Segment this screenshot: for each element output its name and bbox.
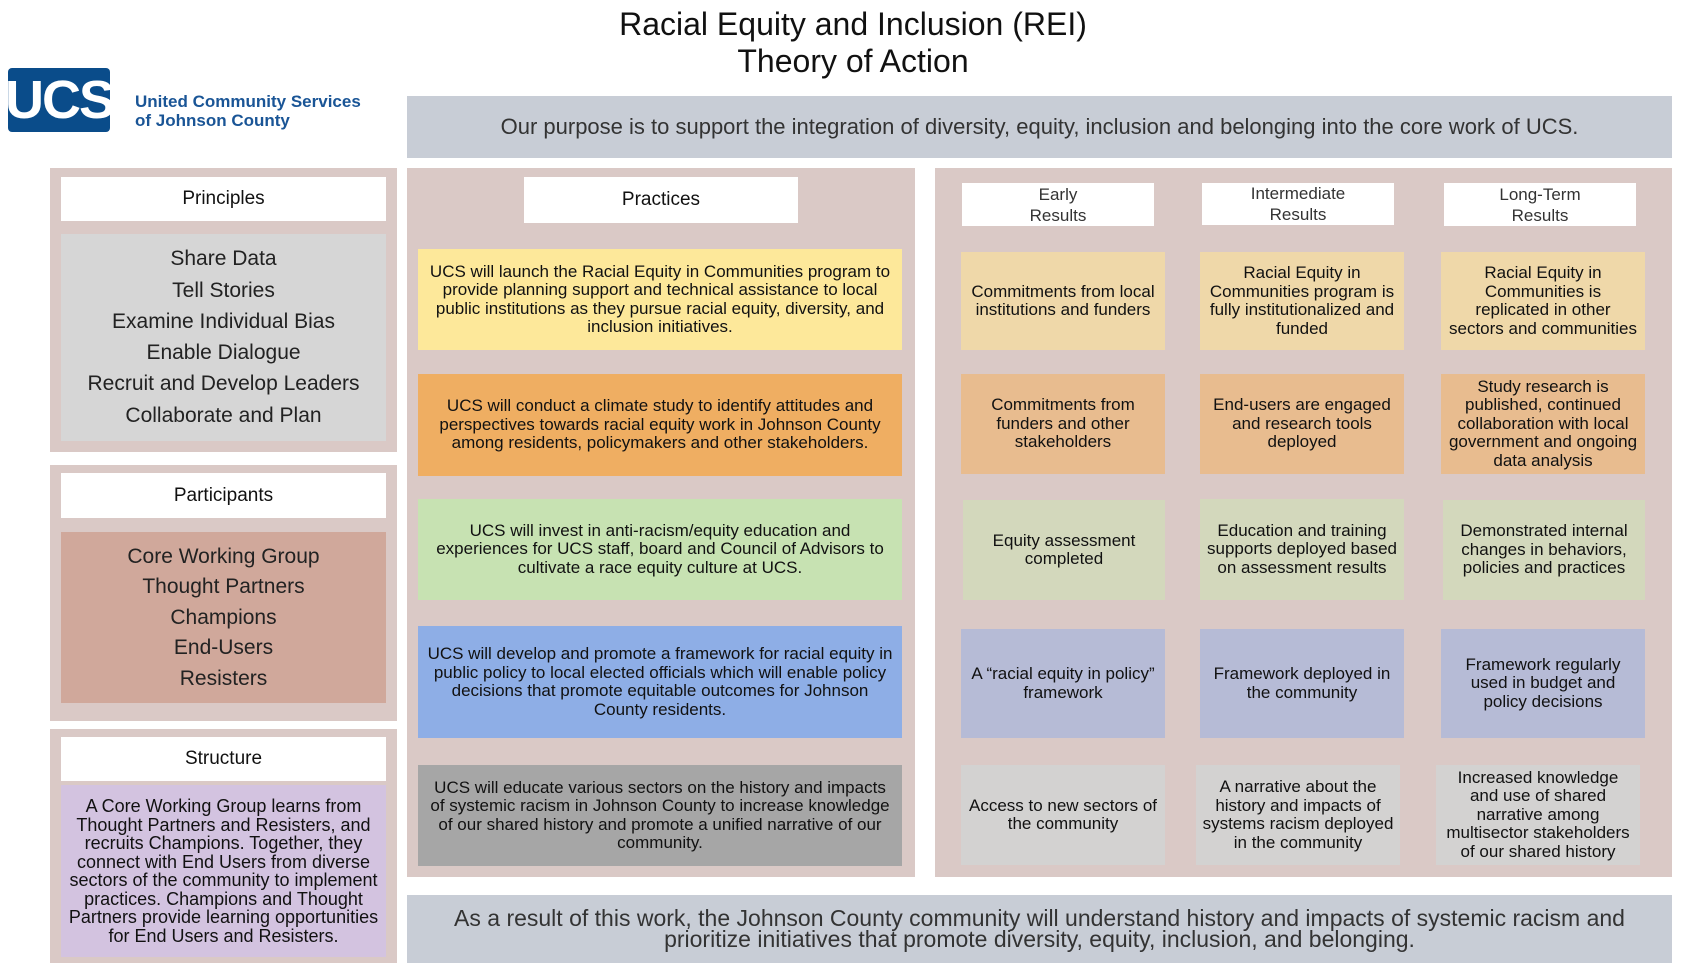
principle-item: Enable Dialogue bbox=[146, 341, 301, 365]
purpose-banner: Our purpose is to support the integratio… bbox=[407, 96, 1672, 158]
practice-item: UCS will educate various sectors on the … bbox=[418, 765, 902, 866]
practice-item: UCS will conduct a climate study to iden… bbox=[418, 374, 902, 476]
title-line-1: Racial Equity and Inclusion (REI) bbox=[619, 6, 1087, 42]
early-result-item: Commitments from funders and other stake… bbox=[961, 374, 1165, 474]
intermediate-result-item: Framework deployed in the community bbox=[1200, 629, 1404, 738]
early-result-item: Commitments from local institutions and … bbox=[961, 252, 1165, 350]
longterm-result-item: Framework regularly used in budget and p… bbox=[1441, 629, 1645, 738]
longterm-result-item: Racial Equity in Communities is replicat… bbox=[1441, 252, 1645, 350]
principle-item: Collaborate and Plan bbox=[125, 403, 322, 427]
page-title: Racial Equity and Inclusion (REI) Theory… bbox=[0, 6, 1706, 80]
intermediate-result-item: Racial Equity in Communities program is … bbox=[1200, 252, 1404, 350]
participant-item: Resisters bbox=[179, 666, 268, 690]
principle-item: Tell Stories bbox=[172, 278, 275, 302]
practice-item: UCS will launch the Racial Equity in Com… bbox=[418, 249, 902, 350]
principle-item: Share Data bbox=[170, 247, 277, 271]
participant-item: Core Working Group bbox=[127, 544, 320, 568]
participant-item: Thought Partners bbox=[142, 575, 305, 598]
practices-heading: Practices bbox=[524, 177, 798, 223]
intermediate-result-item: A narrative about the history and impact… bbox=[1196, 765, 1400, 865]
practice-item: UCS will invest in anti-racism/equity ed… bbox=[418, 499, 902, 600]
participants-list: Core Working Group Thought Partners Cham… bbox=[61, 532, 386, 703]
longterm-result-item: Increased knowledge and use of shared na… bbox=[1436, 765, 1640, 865]
principle-item: Examine Individual Bias bbox=[112, 309, 335, 333]
logo-organization-name: United Community Services of Johnson Cou… bbox=[135, 92, 361, 130]
practice-item: UCS will develop and promote a framework… bbox=[418, 626, 902, 738]
early-result-item: Access to new sectors of the community bbox=[961, 765, 1165, 865]
principles-list: Share Data Tell Stories Examine Individu… bbox=[61, 234, 386, 441]
participants-heading: Participants bbox=[61, 473, 386, 518]
intermediate-result-item: Education and training supports deployed… bbox=[1200, 499, 1404, 600]
longterm-result-item: Demonstrated internal changes in behavio… bbox=[1443, 500, 1645, 600]
intermediate-result-item: End-users are engaged and research tools… bbox=[1200, 374, 1404, 474]
participant-item: End-Users bbox=[173, 636, 274, 659]
longterm-result-item: Study research is published, continued c… bbox=[1441, 374, 1645, 474]
ucs-logo-mark: UCS bbox=[5, 68, 115, 132]
principle-item: Recruit and Develop Leaders bbox=[87, 372, 360, 396]
early-result-item: Equity assessment completed bbox=[963, 500, 1165, 600]
early-result-item: A “racial equity in policy” framework bbox=[961, 629, 1165, 738]
structure-description: A Core Working Group learns from Thought… bbox=[61, 785, 386, 957]
title-line-2: Theory of Action bbox=[737, 43, 969, 79]
principles-heading: Principles bbox=[61, 177, 386, 221]
participant-item: Champions bbox=[170, 605, 277, 629]
outcome-banner: As a result of this work, the Johnson Co… bbox=[407, 895, 1672, 963]
structure-heading: Structure bbox=[61, 737, 386, 781]
